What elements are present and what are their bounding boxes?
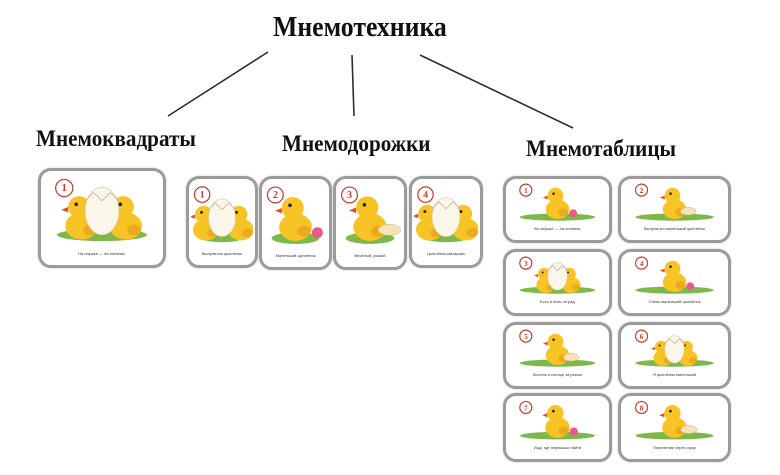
- category-mnemosquares: Мнемоквадраты: [36, 126, 196, 151]
- chick-illustration: 2: [266, 186, 323, 244]
- category-mnemotracks: Мнемодорожки: [282, 131, 431, 156]
- chick-illustration: 3: [341, 186, 401, 244]
- chick-illustration: 6: [634, 329, 714, 367]
- chick-illustration: 1: [519, 183, 596, 221]
- diagram-root-title: Мнемотехника: [273, 12, 447, 43]
- chick-illustration: 1: [55, 178, 147, 242]
- card-tables-1: 1 На опушке — на полянке,: [503, 176, 612, 243]
- card-number: 2: [273, 190, 278, 201]
- chick-illustration: 2: [634, 183, 714, 221]
- connector-to-mnemotables: [419, 54, 574, 129]
- card-number: 1: [524, 187, 528, 195]
- card-number: 7: [524, 404, 528, 412]
- card-caption: Я цыплёнок маленький: [652, 372, 697, 377]
- card-number: 3: [524, 260, 528, 268]
- card-caption: Вылупился маленький цыплёнок: [643, 226, 706, 231]
- card-tables-6: 6 Я цыплёнок маленький: [618, 322, 731, 389]
- card-caption: Вылупился цыпленок: [202, 251, 242, 256]
- chick-illustration: 8: [634, 400, 714, 440]
- category-mnemotables: Мнемотаблицы: [526, 136, 677, 161]
- card-number: 1: [62, 182, 67, 194]
- card-caption: Весёлый, рыжий: [354, 253, 386, 258]
- card-caption: На опушке — на полянке,: [533, 226, 582, 231]
- card-number: 8: [640, 404, 644, 412]
- card-caption: Очень маленький цыплёнок: [648, 299, 701, 304]
- card-number: 1: [200, 190, 205, 201]
- card-number: 4: [423, 190, 428, 201]
- card-caption: На опушке — на полянке,: [78, 251, 126, 256]
- connector-to-mnemotracks: [351, 54, 355, 117]
- card-caption: Мостик и солнце за рекою: [533, 372, 582, 377]
- chick-illustration: 1: [191, 186, 253, 243]
- chick-illustration: 5: [519, 329, 596, 367]
- card-number: 2: [640, 187, 644, 195]
- card-caption: Ищу, где зёрнышко найти: [533, 445, 582, 450]
- card-number: 5: [524, 333, 528, 341]
- card-number: 3: [347, 190, 352, 201]
- chick-illustration: 4: [414, 186, 478, 243]
- card-caption: Цыплёнок-малышка: [427, 251, 465, 256]
- card-number: 4: [640, 260, 644, 268]
- card-number: 6: [640, 333, 644, 341]
- card-caption: Маленький цыплёнок: [275, 253, 316, 258]
- chick-illustration: 3: [519, 256, 596, 294]
- chick-illustration: 7: [519, 400, 596, 440]
- card-caption: Есть и пить он рад: [540, 299, 575, 304]
- card-squares-1: 1 На опушке — на полянке,: [38, 168, 166, 268]
- connector-to-mnemosquares: [167, 51, 269, 117]
- card-caption: Перелетаю через лужу: [653, 445, 696, 450]
- chick-illustration: 4: [634, 256, 714, 294]
